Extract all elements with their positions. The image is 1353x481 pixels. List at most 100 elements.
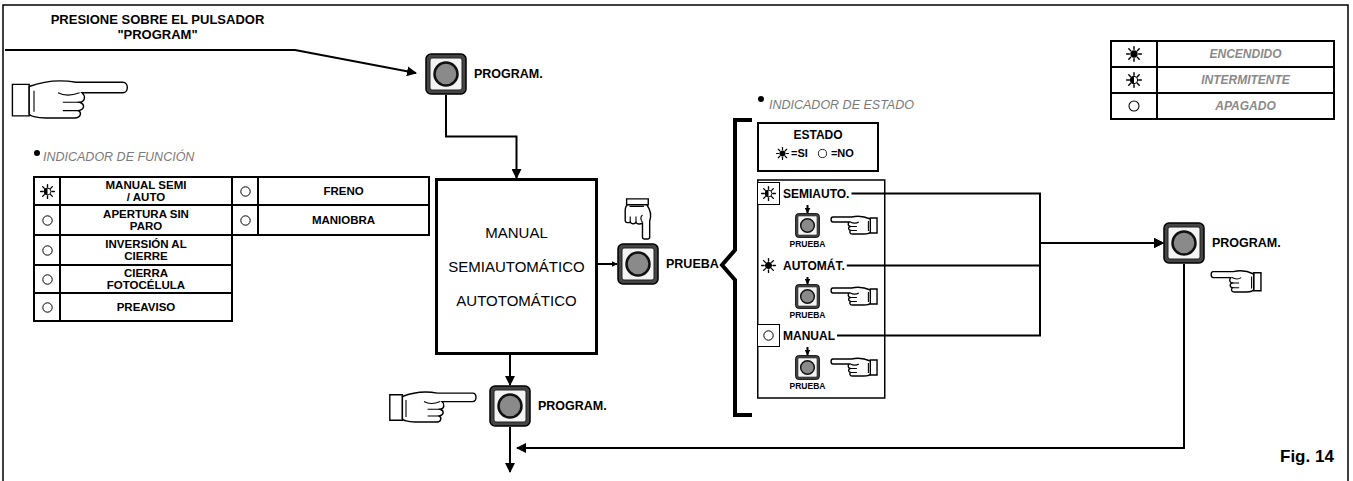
lamp-symbol: [761, 328, 776, 343]
legend-swatch: [1112, 94, 1158, 118]
lamp-symbol: [40, 184, 55, 199]
button-label: PRUEBA: [666, 257, 719, 271]
legend-row: ENCENDIDO: [1112, 42, 1333, 68]
function-text-cell: CIERRA FOTOCÉLULA: [61, 266, 231, 292]
flow-arrow: [852, 194, 1164, 244]
lamp-cell: [35, 294, 61, 320]
function-table: INDICADOR DE FUNCIÓNMANUAL SEMI / AUTOFR…: [33, 176, 430, 322]
flow-arrow: [807, 277, 809, 284]
state-entry: MANUAL: [757, 324, 837, 347]
mode-box: MANUAL SEMIAUTOMÁTICO AUTOTOMÁTICO: [435, 178, 598, 355]
function-name: MANIOBRA: [312, 214, 375, 227]
legend-text: APAGADO: [1215, 99, 1275, 113]
push-button-symbol: [795, 284, 820, 309]
push-button-symbol: [617, 243, 659, 285]
legend-text-cell: INTERMITENTE: [1158, 68, 1333, 92]
lamp-symbol: [761, 258, 776, 273]
program-button: PROGRAM.: [489, 385, 531, 427]
indicator-heading: INDICADOR DE ESTADO: [769, 98, 914, 112]
state-entry: SEMIAUTO.: [757, 182, 851, 205]
return-arrow: [517, 264, 1184, 448]
push-button-symbol: [795, 355, 820, 380]
status-key-row: =SI =NO: [776, 147, 860, 160]
test-button: PRUEBA: [617, 243, 659, 285]
leader-line: [5, 50, 416, 73]
push-button-symbol: [1163, 222, 1205, 264]
flow-arrow: [446, 95, 517, 178]
function-text-cell: APERTURA SIN PARO: [61, 206, 231, 234]
status-title: ESTADO: [793, 128, 842, 142]
lamp-cell: [233, 178, 259, 204]
button-label: PRUEBA: [790, 310, 826, 320]
lamp-cell: [35, 236, 61, 264]
state-name: MANUAL: [783, 329, 837, 343]
indicator-heading: INDICADOR DE FUNCIÓN: [43, 150, 194, 164]
push-button-symbol: [425, 53, 467, 95]
mode-name: SEMIAUTOMÁTICO: [448, 258, 584, 275]
flow-arrow: [837, 243, 1163, 336]
lamp-symbol: [1126, 98, 1142, 114]
lamp-frame: [757, 182, 780, 205]
bullet-dot: [34, 150, 40, 156]
bullet-dot: [758, 96, 764, 102]
program-button: PROGRAM.: [1163, 222, 1205, 264]
button-label: PROGRAM.: [474, 67, 543, 81]
function-text-cell: INVERSIÓN AL CIERRE: [61, 236, 231, 264]
lamp-symbol: [776, 147, 789, 160]
lamp-cell: [35, 178, 61, 204]
lamp-symbol: [1126, 46, 1142, 62]
function-name: FRENO: [323, 185, 363, 198]
test-button: PRUEBA: [795, 355, 820, 380]
legend-text-cell: ENCENDIDO: [1158, 42, 1333, 66]
legend-box: ENCENDIDO INTERMITENTE APAGADO: [1110, 40, 1335, 120]
instruction-note: PRESIONE SOBRE EL PULSADOR "PROGRAM": [50, 12, 265, 42]
function-name: CIERRA FOTOCÉLULA: [103, 267, 189, 292]
lamp-cell: [35, 266, 61, 292]
state-entry: AUTOMÁT.: [757, 254, 847, 277]
button-label: PRUEBA: [790, 381, 826, 391]
lamp-symbol: [761, 186, 776, 201]
lamp-symbol: [1126, 72, 1142, 88]
push-button-symbol: [795, 213, 820, 238]
function-cell: INVERSIÓN AL CIERRE: [33, 234, 233, 266]
flow-arrow: [847, 243, 1163, 266]
status-key-text: =SI: [791, 147, 808, 160]
lamp-symbol: [40, 272, 55, 287]
function-cell: CIERRA FOTOCÉLULA: [33, 264, 233, 294]
function-name: PREAVISO: [117, 301, 176, 314]
lamp-symbol: [238, 213, 253, 228]
mode-name: AUTOTOMÁTICO: [456, 292, 576, 309]
function-text-cell: MANUAL SEMI / AUTO: [61, 178, 231, 204]
test-button: PRUEBA: [795, 213, 820, 238]
button-label: PRUEBA: [790, 239, 826, 249]
mode-name: MANUAL: [485, 224, 548, 241]
function-name: MANUAL SEMI / AUTO: [103, 179, 189, 204]
function-cell: FRENO: [231, 176, 430, 206]
function-cell: PREAVISO: [33, 292, 233, 322]
status-key-box: INDICADOR DE ESTADOESTADO=SI=NO: [757, 122, 879, 172]
status-key-text: =NO: [831, 147, 854, 160]
function-cell: APERTURA SIN PARO: [33, 204, 233, 236]
bracket: [722, 120, 752, 415]
flow-arrow: [598, 263, 617, 265]
flow-arrow: [807, 347, 809, 355]
function-text-cell: MANIOBRA: [259, 206, 428, 234]
legend-row: APAGADO: [1112, 94, 1333, 118]
figure-caption: Fig. 14: [1280, 447, 1334, 467]
flow-arrow: [807, 205, 809, 213]
button-label: PROGRAM.: [1212, 236, 1281, 250]
push-button-symbol: [489, 385, 531, 427]
lamp-symbol: [816, 147, 829, 160]
exit-arrow: [509, 427, 511, 472]
legend-text: ENCENDIDO: [1209, 47, 1281, 61]
flow-arrow: [509, 355, 511, 385]
lamp-symbol: [238, 184, 253, 199]
legend-row: INTERMITENTE: [1112, 68, 1333, 94]
lamp-cell: [35, 206, 61, 234]
legend-swatch: [1112, 42, 1158, 66]
program-button: PROGRAM.: [425, 53, 467, 95]
button-label: PROGRAM.: [538, 399, 607, 413]
test-button: PRUEBA: [795, 284, 820, 309]
hand-illustration: [12, 81, 1261, 422]
